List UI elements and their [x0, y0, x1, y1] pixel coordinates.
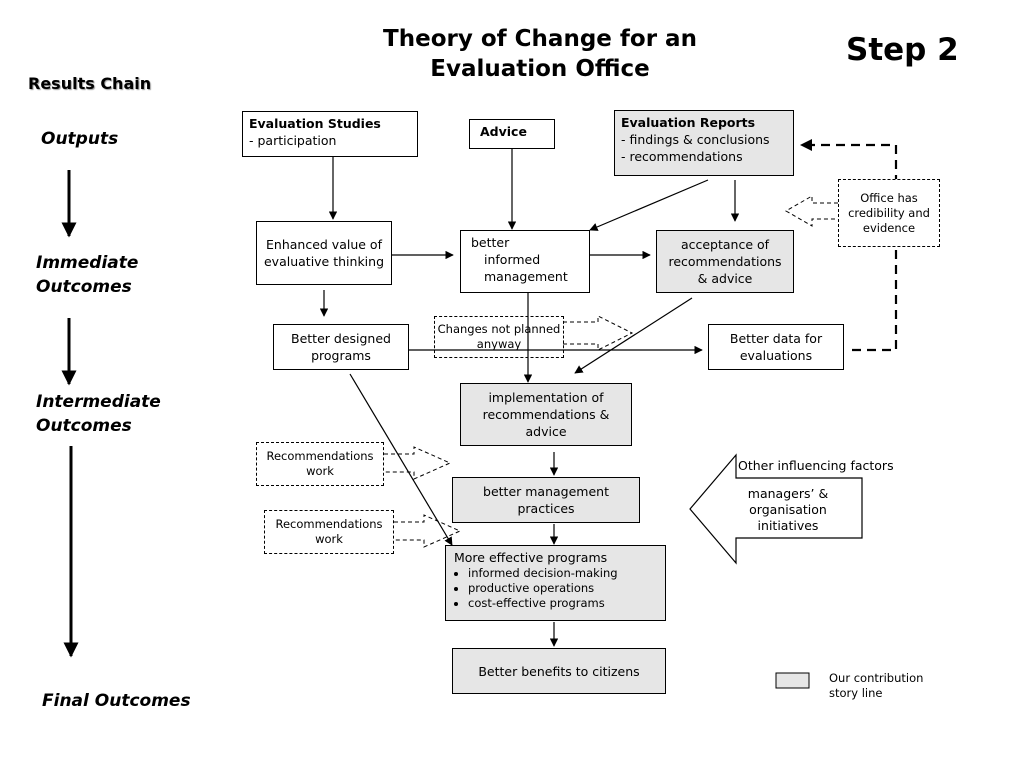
recommendations-work-assumption-2: Recommendations work: [264, 510, 394, 554]
better-designed-programs-box: Better designed programs: [273, 324, 409, 370]
evaluation-reports-item-2: - recommendations: [621, 149, 743, 164]
acceptance-box: acceptance of recommendations & advice: [656, 230, 794, 293]
legend-swatch: [775, 672, 810, 689]
recommendations-work-label-1: Recommendations work: [266, 449, 374, 478]
recwork2-hollow-arrow: [394, 514, 462, 548]
arrow-designed-effective: [349, 373, 453, 546]
implementation-box: implementation of recommendations & advi…: [460, 383, 632, 446]
acceptance-label: acceptance of recommendations & advice: [668, 237, 782, 286]
other-factors-content: managers’ & organisation initiatives: [747, 486, 829, 533]
recommendations-work-assumption-1: Recommendations work: [256, 442, 384, 486]
stage-immediate-outcomes: Immediate Outcomes: [36, 251, 138, 299]
better-data-box: Better data for evaluations: [708, 324, 844, 370]
more-effective-programs-heading: More effective programs: [454, 550, 608, 565]
diagram-title: Theory of Change for an Evaluation Offic…: [330, 24, 750, 84]
stage-outputs: Outputs: [41, 129, 119, 149]
advice-label: Advice: [480, 124, 527, 139]
diagram-title-line2: Evaluation Office: [430, 56, 650, 82]
arrow-reports-informed: [589, 179, 709, 231]
better-informed-line3: management: [484, 269, 568, 284]
evaluation-studies-heading: Evaluation Studies: [249, 116, 381, 131]
evaluation-reports-item-1: - findings & conclusions: [621, 132, 770, 147]
legend-label: Our contribution story line: [829, 671, 924, 700]
feedback-loop-arrowhead: [800, 139, 812, 151]
more-effective-item: cost-effective programs: [468, 596, 659, 611]
better-management-practices-label: better management practices: [483, 484, 609, 516]
changes-not-planned-label: Changes not planned anyway: [437, 322, 561, 351]
advice-box: Advice: [469, 119, 555, 149]
evaluation-reports-heading: Evaluation Reports: [621, 115, 756, 130]
results-chain-title: Results Chain: [28, 74, 152, 93]
stage-intermediate-line1: Intermediate: [36, 392, 161, 412]
better-benefits-box: Better benefits to citizens: [452, 648, 666, 694]
more-effective-programs-box: More effective programs informed decisio…: [445, 545, 666, 621]
more-effective-item: informed decision-making: [468, 566, 659, 581]
credibility-hollow-arrow: [784, 195, 838, 227]
stage-final-outcomes: Final Outcomes: [42, 691, 191, 711]
evaluation-studies-box: Evaluation Studies - participation: [242, 111, 418, 157]
stage-immediate-line2: Outcomes: [36, 277, 132, 297]
recommendations-work-label-2: Recommendations work: [275, 517, 383, 546]
office-credibility-assumption: Office has credibility and evidence: [838, 179, 940, 247]
changes-hollow-arrow: [563, 315, 634, 351]
stage-intermediate-line2: Outcomes: [36, 416, 132, 436]
arrow-acceptance-implementation: [574, 297, 693, 374]
recwork1-hollow-arrow: [384, 446, 452, 480]
implementation-label: implementation of recommendations & advi…: [482, 390, 610, 439]
feedback-loop-line: [806, 143, 898, 352]
diagram-title-line1: Theory of Change for an: [383, 26, 697, 52]
stage-intermediate-outcomes: Intermediate Outcomes: [36, 390, 161, 438]
better-benefits-label: Better benefits to citizens: [478, 663, 640, 679]
enhanced-value-label: Enhanced value of evaluative thinking: [263, 237, 385, 269]
better-informed-line1: better: [471, 235, 510, 250]
better-informed-line2: informed: [484, 252, 541, 267]
evaluation-studies-item: - participation: [249, 133, 337, 148]
more-effective-item: productive operations: [468, 581, 659, 596]
step-label: Step 2: [846, 32, 959, 68]
better-data-label: Better data for evaluations: [729, 331, 823, 363]
changes-not-planned-assumption: Changes not planned anyway: [434, 316, 564, 358]
better-management-practices-box: better management practices: [452, 477, 640, 523]
other-factors-label: Other influencing factors: [738, 458, 894, 473]
stage-immediate-line1: Immediate: [36, 253, 139, 273]
better-informed-management-box: better informed management: [460, 230, 590, 293]
evaluation-reports-box: Evaluation Reports - findings & conclusi…: [614, 110, 794, 176]
other-factors-arrow: [689, 453, 863, 565]
enhanced-value-box: Enhanced value of evaluative thinking: [256, 221, 392, 285]
more-effective-programs-list: informed decision-making productive oper…: [454, 566, 659, 611]
better-designed-label: Better designed programs: [291, 331, 391, 363]
office-credibility-label: Office has credibility and evidence: [848, 190, 930, 235]
